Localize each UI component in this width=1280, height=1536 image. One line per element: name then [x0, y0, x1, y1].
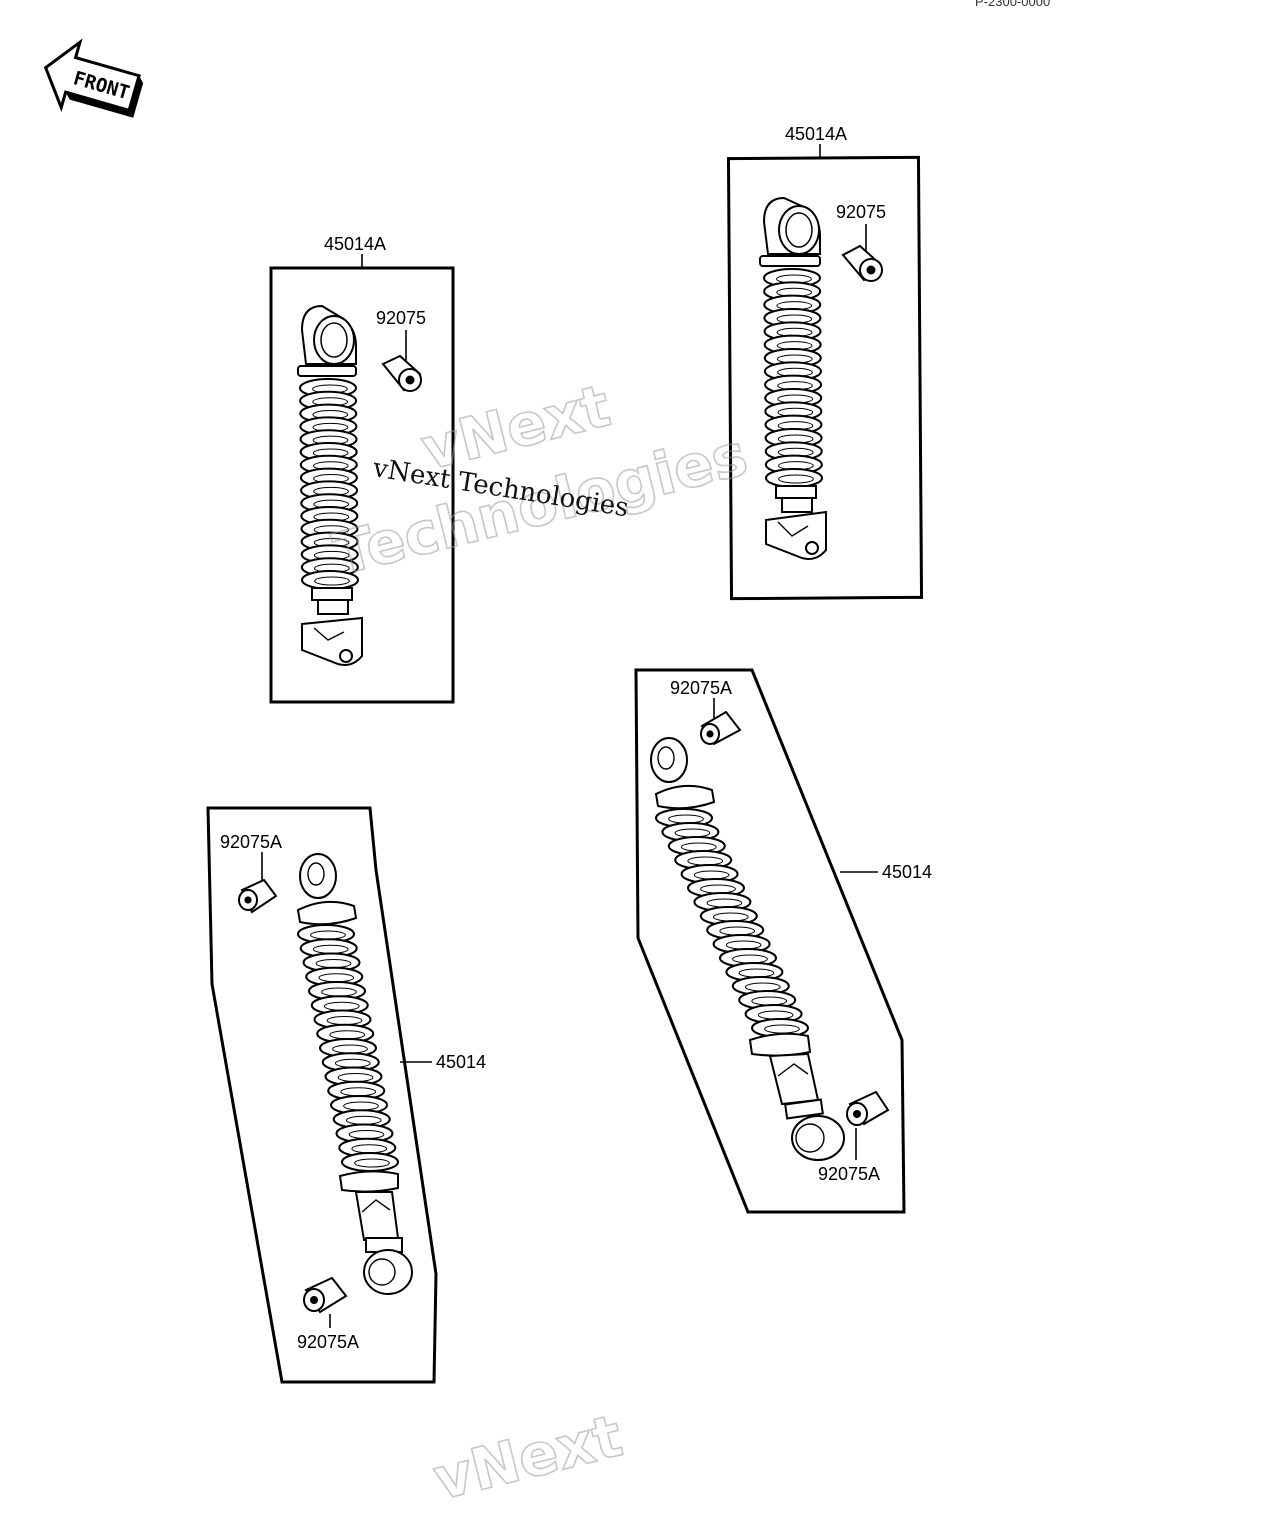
assembly-45014-right: 92075A 45014 92075A — [634, 668, 932, 1214]
spring-coil-inner — [323, 1001, 360, 1011]
spring-coil-inner — [315, 958, 352, 969]
spring-coil-inner — [351, 1144, 388, 1154]
spring-coil-inner — [674, 828, 711, 838]
spring-coil-inner — [706, 898, 743, 908]
spring-coil-inner — [343, 1101, 379, 1111]
spring-coil-inner — [321, 987, 357, 997]
spring-coil-inner — [712, 912, 749, 922]
bushing-icon — [841, 244, 883, 282]
spring-coil-inner — [348, 1129, 385, 1140]
bushing-label-92075A-bottom: 92075A — [297, 1332, 359, 1352]
part-label-45014: 45014 — [436, 1052, 486, 1072]
part-label-45014: 45014 — [882, 862, 932, 882]
bushing-label-92075A-top: 92075A — [220, 832, 282, 852]
bushing-icon — [700, 710, 742, 746]
spring-coil-inner — [778, 474, 814, 484]
spring-coil-inner — [719, 926, 756, 936]
shock-absorber-45014-left — [296, 853, 413, 1295]
spring-coil-inner — [668, 814, 704, 824]
bushing-icon — [238, 878, 278, 914]
watermark: vNext Technologies vNext Technologies vN… — [326, 371, 754, 1515]
spring-coil-inner — [680, 842, 717, 852]
spring-coil-inner — [332, 1044, 368, 1054]
spring-coil-inner — [757, 1010, 794, 1020]
spring-coil-inner — [345, 1115, 382, 1125]
spring-coil-inner — [314, 576, 350, 586]
assembly-45014A-right: 45014A 92075 — [726, 124, 924, 601]
part-label-45014A: 45014A — [324, 234, 386, 254]
spring-coil-inner — [744, 982, 781, 992]
spring-coil-inner — [693, 870, 730, 880]
bushing-icon — [381, 354, 422, 392]
spring-coil-inner — [318, 973, 355, 983]
spring-coil-inner — [337, 1072, 374, 1083]
watermark-ghost-bottom: vNext — [427, 1401, 629, 1513]
assembly-45014-left: 92075A 45014 92075A — [206, 806, 486, 1384]
spring-coil-inner — [687, 856, 724, 866]
part-label-45014A: 45014A — [785, 124, 847, 144]
shock-absorber-45014A-right — [759, 196, 827, 560]
spring-coil-inner — [334, 1058, 371, 1068]
spring-coil-inner — [329, 1030, 366, 1040]
spring-coil-inner — [751, 996, 788, 1006]
spring-coil-inner — [738, 968, 775, 978]
spring-coil-inner — [725, 940, 762, 950]
bushing-icon — [303, 1276, 348, 1314]
spring-coil-inner — [340, 1087, 377, 1097]
bushing-label-92075: 92075 — [836, 202, 886, 222]
bushing-label-92075: 92075 — [376, 308, 426, 328]
reference-code: P-2300-0000 — [975, 0, 1050, 9]
bushing-label-92075A-top: 92075A — [670, 678, 732, 698]
spring-coil-inner — [700, 884, 736, 894]
spring-coil-inner — [326, 1015, 363, 1026]
spring-coil-inner — [312, 944, 349, 954]
shock-absorber-45014-right — [650, 737, 845, 1161]
spring-coil-inner — [354, 1158, 390, 1168]
front-arrow-icon: FRONT — [43, 38, 144, 118]
spring-coil-inner — [310, 930, 346, 940]
spring-coil-inner — [732, 954, 768, 964]
assembly-45014A-left: 45014A 92075 — [269, 234, 455, 704]
shock-absorber-45014A-left — [297, 304, 363, 666]
bushing-label-92075A-bottom: 92075A — [818, 1164, 880, 1184]
spring-coil-inner — [764, 1024, 800, 1034]
bushing-icon — [846, 1090, 890, 1126]
